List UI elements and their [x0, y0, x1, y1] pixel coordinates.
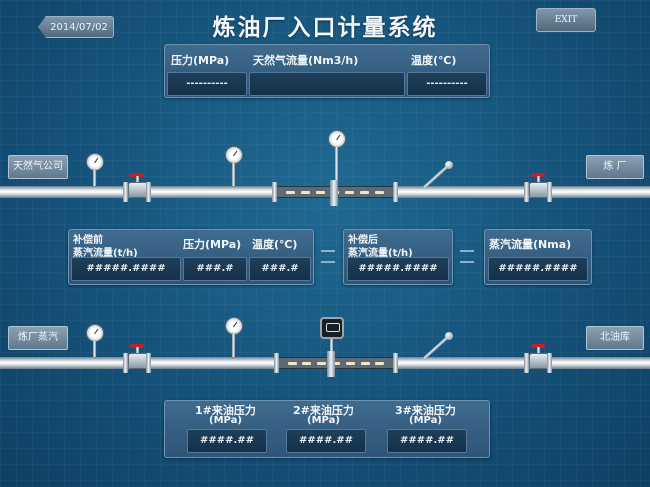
steam-flow-panel: 蒸汽流量(Nma) #####.#### [484, 229, 592, 285]
gas-flow-header: 天然气流量(Nm3/h) [253, 54, 359, 67]
steam-temperature-header: 温度(℃) [252, 238, 298, 251]
gauge-stem [232, 162, 235, 186]
transmitter-stem [330, 339, 333, 357]
oil-pressure-2-unit: (MPa) [307, 415, 340, 426]
lever-ball-icon [445, 161, 453, 169]
gauge-stem [335, 146, 338, 186]
pressure-value: ---------- [167, 72, 247, 96]
oil-pressure-3-label: 3#来油压力 [395, 404, 456, 417]
pressure-header: 压力(MPa) [171, 54, 230, 67]
equals-sign-icon [460, 250, 474, 263]
gauge-stem [93, 340, 96, 357]
gas-metering-panel: 压力(MPa) 天然气流量(Nm3/h) 温度(℃) ---------- --… [164, 44, 490, 98]
oil-pressure-3-unit: (MPa) [409, 415, 442, 426]
oil-pressure-3-value: ####.## [387, 429, 467, 453]
exit-button[interactable]: EXIT [536, 8, 596, 32]
pipe-flange [547, 182, 552, 202]
oil-pressure-1-value: ####.## [187, 429, 267, 453]
gate-valve-icon [529, 353, 549, 369]
steam-temperature-value: ###.# [249, 257, 311, 281]
pipe-flange [327, 351, 335, 377]
gas-flow-value [249, 72, 405, 96]
temperature-value: ---------- [407, 72, 487, 96]
valve-handle-icon [130, 344, 144, 348]
gauge-stem [93, 169, 96, 186]
after-flow-label: 蒸汽流量(t/h) [348, 248, 413, 259]
valve-stem [136, 176, 139, 182]
pipe-flange [547, 353, 552, 373]
oil-depot-dest-tag[interactable]: 北油库 [586, 326, 644, 350]
oil-pressure-2-value: ####.## [286, 429, 366, 453]
before-flow-label: 蒸汽流量(t/h) [73, 248, 138, 259]
steam-flow-header: 蒸汽流量(Nma) [489, 238, 572, 251]
flow-transmitter-icon [320, 317, 344, 339]
steam-source-tag[interactable]: 炼厂蒸汽 [8, 326, 68, 350]
lever-ball-icon [445, 332, 453, 340]
page-title: 炼油厂入口计量系统 [212, 14, 438, 41]
pipe-flange [146, 182, 151, 202]
pipe-flange [524, 353, 529, 373]
steam-flow-value: #####.#### [488, 257, 588, 281]
steam-pressure-value: ###.# [183, 257, 247, 281]
pipe-flange [123, 182, 128, 202]
valve-handle-icon [531, 344, 545, 348]
gate-valve-icon [128, 353, 148, 369]
valve-stem [537, 176, 540, 182]
gate-valve-icon [128, 182, 148, 198]
equals-sign-icon [321, 250, 335, 263]
pipe-flange [524, 182, 529, 202]
valve-stem [537, 347, 540, 353]
steam-before-panel: 补偿前 蒸汽流量(t/h) 压力(MPa) 温度(℃) #####.#### #… [68, 229, 314, 285]
pipe-flange [272, 182, 277, 202]
oil-pressure-1-label: 1#来油压力 [195, 404, 256, 417]
valve-handle-icon [130, 173, 144, 177]
temperature-header: 温度(℃) [411, 54, 457, 67]
valve-stem [136, 347, 139, 353]
pipe-flange [393, 182, 398, 202]
before-comp-label: 补偿前 [73, 235, 103, 246]
gauge-stem [232, 333, 235, 357]
steam-after-panel: 补偿后 蒸汽流量(t/h) #####.#### [343, 229, 453, 285]
oil-pressure-2-label: 2#来油压力 [293, 404, 354, 417]
before-flow-value: #####.#### [71, 257, 181, 281]
pipe-flange [274, 353, 279, 373]
pipe-flange [393, 353, 398, 373]
refinery-dest-tag[interactable]: 炼 厂 [586, 155, 644, 179]
oil-pressure-panel: 1#来油压力 (MPa) ####.## 2#来油压力 (MPa) ####.#… [164, 400, 490, 458]
date-button[interactable]: 2014/07/02 [38, 16, 114, 38]
after-comp-label: 补偿后 [348, 235, 378, 246]
pipe-flange [123, 353, 128, 373]
gate-valve-icon [529, 182, 549, 198]
steam-flowmeter-icon [279, 357, 393, 369]
pipe-flange [330, 180, 338, 206]
valve-handle-icon [531, 173, 545, 177]
pipe-flange [146, 353, 151, 373]
steam-pressure-header: 压力(MPa) [183, 238, 242, 251]
gas-source-tag[interactable]: 天然气公司 [8, 155, 68, 179]
after-flow-value: #####.#### [347, 257, 449, 281]
oil-pressure-1-unit: (MPa) [209, 415, 242, 426]
